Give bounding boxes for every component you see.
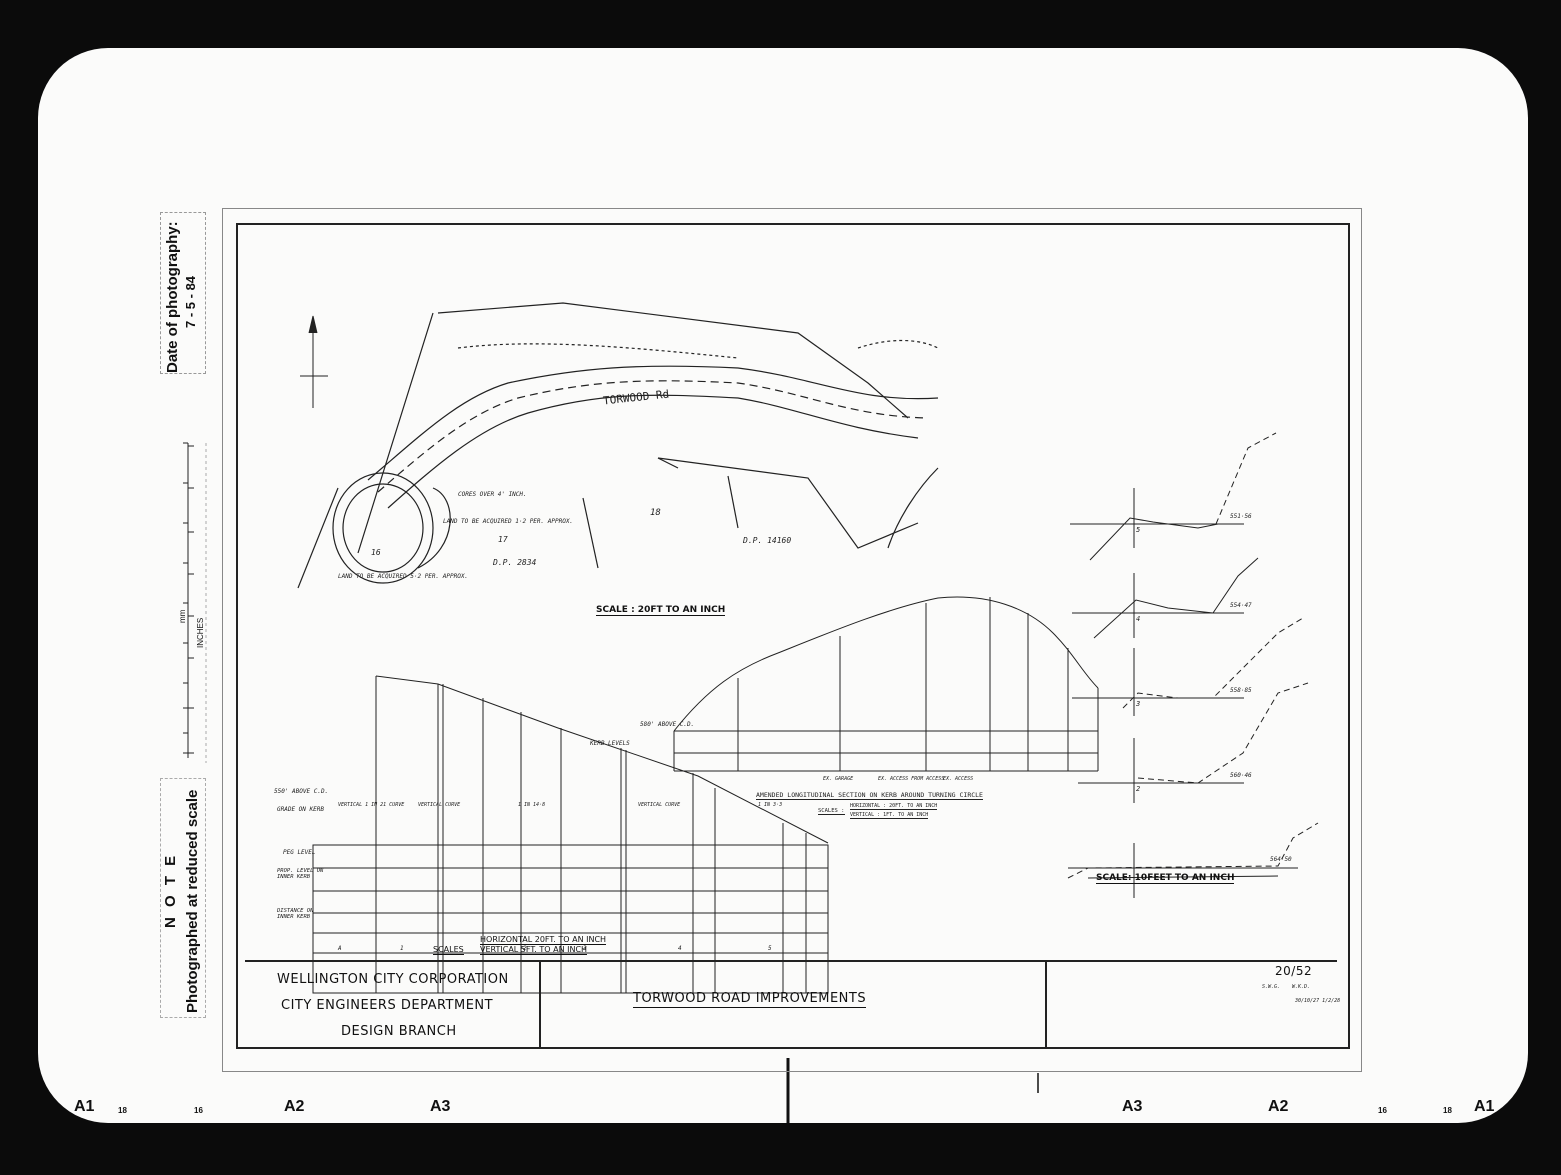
profile-scale-vertical: VERTICAL 5FT. TO AN INCH [480, 945, 588, 955]
drawing-title: TORWOOD ROAD IMPROVEMENTS [633, 991, 867, 1008]
xsec-5-level: 551·56 [1230, 513, 1252, 520]
ruler [183, 442, 207, 763]
xsec-4-station: 4 [1136, 615, 1141, 623]
org-line-1: WELLINGTON CITY CORPORATION [277, 972, 509, 987]
xsec-4-level: 554·47 [1230, 602, 1252, 609]
profile-row-grade: GRADE ON KERB [277, 806, 324, 813]
film-mark-right-18: 18 [1443, 1106, 1452, 1115]
long-scales-label: SCALES : [818, 808, 845, 815]
film-mark-right-A1: A1 [1474, 1098, 1495, 1115]
signature-left: S.W.G. [1262, 984, 1281, 990]
station-5: 5 [768, 945, 772, 952]
lot-16-label: 16 [371, 548, 381, 557]
org-line-3: DESIGN BRANCH [341, 1024, 457, 1039]
xsec-2-level: 560·46 [1230, 772, 1252, 779]
film-mark-left-A3: A3 [430, 1098, 451, 1115]
drawing-outer-frame [222, 208, 1362, 1072]
dp-2834-label: D.P. 2834 [493, 558, 537, 567]
land-acquired-note-1: LAND TO BE ACQUIRED 1·2 PER. APPROX. [443, 518, 574, 525]
film-mark-left-16: 16 [194, 1106, 203, 1115]
station-1: 1 [400, 945, 404, 952]
film-mark-right-16: 16 [1378, 1106, 1387, 1115]
title-block-org-cell: WELLINGTON CITY CORPORATION CITY ENGINEE… [245, 962, 541, 1048]
long-section-datum: 580' ABOVE C.D. [640, 721, 695, 728]
grade-seg-2: VERTICAL CURVE [418, 802, 461, 808]
long-mark-access: EX. ACCESS [943, 776, 974, 782]
profile-scale-horizontal: HORIZONTAL 20FT. TO AN INCH [480, 935, 607, 945]
scanned-drawing-sheet: Date of photography: 7 - 5 - 84 mm INCHE… [38, 48, 1528, 1123]
grade-seg-4: VERTICAL CURVE [638, 802, 681, 808]
film-mark-left-18: 18 [118, 1106, 127, 1115]
film-mark-right-A3: A3 [1122, 1098, 1143, 1115]
station-A: A [338, 945, 342, 952]
xsec-1-level: 564·50 [1270, 856, 1292, 863]
signature-right: W.K.D. [1292, 984, 1311, 990]
north-arrow-icon [300, 315, 328, 408]
long-scale-horizontal: HORIZONTAL : 20FT. TO AN INCH [850, 803, 938, 810]
long-scale-vertical: VERTICAL : 1FT. TO AN INCH [850, 812, 929, 819]
profile-datum: 550' ABOVE C.D. [274, 788, 329, 795]
xsec-3-level: 558·85 [1230, 687, 1252, 694]
title-block-number-cell: 20/52 S.W.G. W.K.D. 30/10/27 1/2/28 [1045, 962, 1341, 1048]
station-2: 2 [523, 945, 527, 952]
title-block: WELLINGTON CITY CORPORATION CITY ENGINEE… [245, 960, 1341, 1048]
profile-scales-label: SCALES [433, 945, 464, 955]
grade-seg-1: VERTICAL 1 IN 21 CURVE [338, 802, 405, 808]
long-mark-garage: EX. GARAGE [823, 776, 854, 782]
xsec-2-station: 2 [1136, 785, 1141, 793]
film-mark-right-A2: A2 [1268, 1098, 1289, 1115]
lot-18-label: 18 [650, 508, 661, 518]
grade-seg-3: 1 IN 14·8 [518, 802, 546, 808]
station-3: 3 [583, 945, 587, 952]
kerb-levels-label: KERB LEVELS [590, 740, 630, 747]
org-line-2: CITY ENGINEERS DEPARTMENT [281, 998, 494, 1013]
cross-sections [1067, 432, 1319, 898]
profile-row-distance: DISTANCE ON INNER KERB [277, 908, 314, 920]
station-4: 4 [678, 945, 682, 952]
profile-row-prop-level: PROP. LEVEL ON INNER KERB [277, 868, 324, 880]
drawing-number: 20/52 [1275, 964, 1313, 978]
long-section-title: AMENDED LONGITUDINAL SECTION ON KERB ARO… [756, 791, 983, 800]
film-mark-left-A1: A1 [74, 1098, 95, 1115]
note-box [160, 778, 206, 1018]
profile-row-peg: PEG LEVEL [283, 849, 316, 856]
xsec-scale-label: SCALE: 10FEET TO AN INCH [1096, 873, 1235, 884]
road-plan [297, 302, 939, 589]
land-acquired-note-2: LAND TO BE ACQUIRED 5·2 PER. APPROX. [338, 573, 469, 580]
cores-note: CORES OVER 4' INCH. [458, 491, 527, 498]
profile-table-lines [312, 675, 829, 994]
drawing-inner-frame [236, 223, 1350, 1049]
grade-seg-5: 1 IN 3·3 [758, 802, 783, 808]
dp-14160-label: D.P. 14160 [743, 536, 792, 545]
longitudinal-section [673, 596, 1099, 772]
plan-scale-label: SCALE : 20FT TO AN INCH [596, 605, 726, 616]
xsec-5-station: 5 [1136, 526, 1141, 534]
signature-dates: 30/10/27 1/2/28 [1295, 998, 1341, 1004]
drawing-linework [183, 302, 1319, 1123]
long-mark-access-from: EX. ACCESS FROM ACCESS [878, 776, 945, 782]
lot-17-label: 17 [498, 535, 508, 544]
xsec-3-station: 3 [1136, 700, 1141, 708]
film-mark-left-A2: A2 [284, 1098, 305, 1115]
title-block-title-cell: TORWOOD ROAD IMPROVEMENTS [539, 962, 1047, 1048]
date-box [160, 212, 206, 374]
